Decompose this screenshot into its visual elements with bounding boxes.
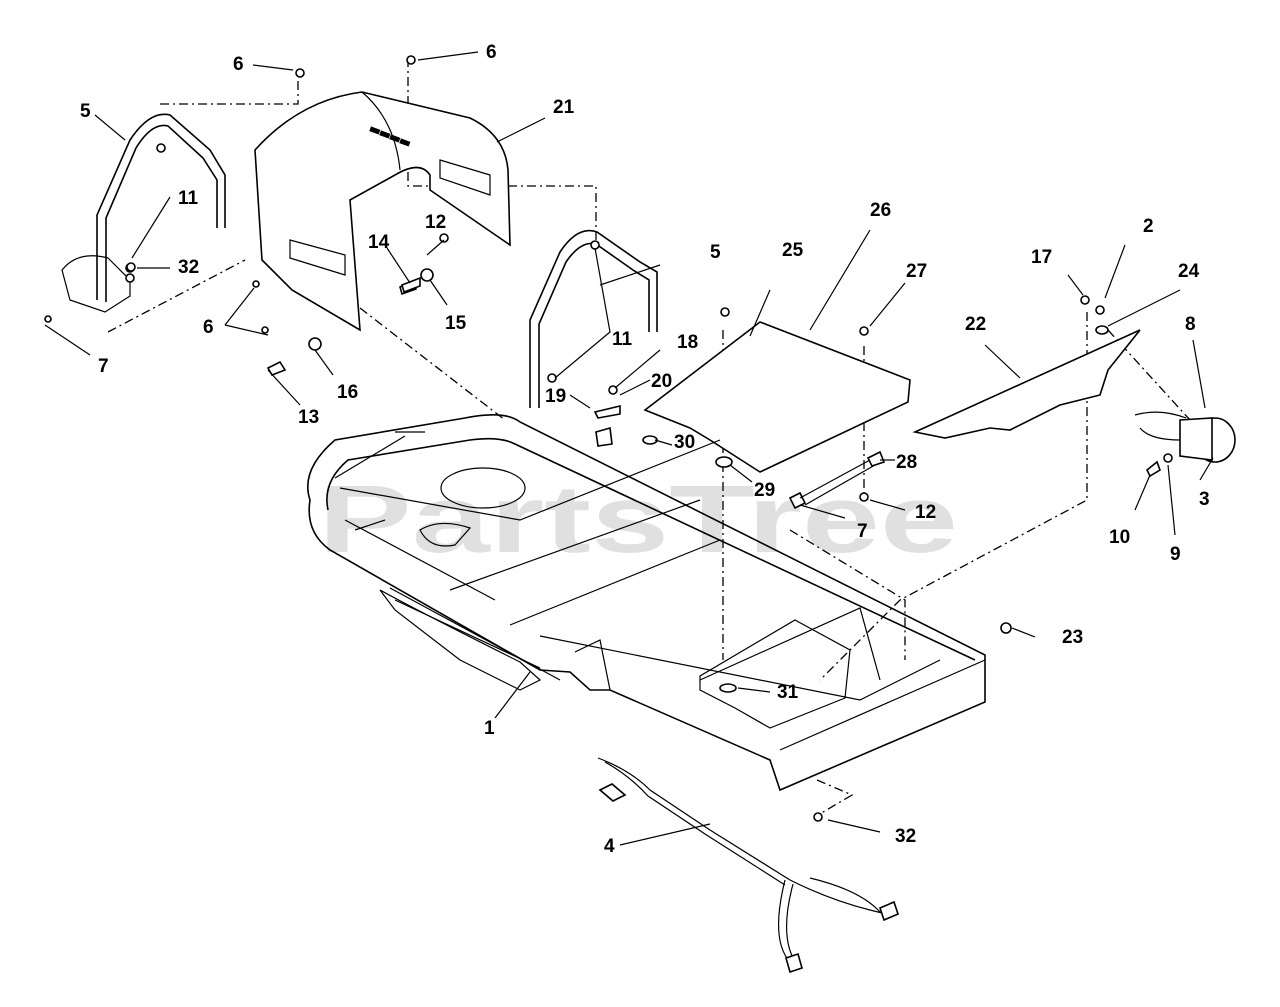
- callout-9: 9: [1170, 544, 1181, 565]
- callout-2: 2: [1143, 216, 1154, 237]
- side-panel-part-22: [912, 329, 1141, 439]
- callout-6-top-center: 6: [486, 42, 497, 63]
- callout-25: 25: [782, 240, 804, 261]
- callout-21: 21: [553, 97, 575, 118]
- callout-11-left: 11: [178, 188, 199, 209]
- callout-labels: 1 2 3 4 5 5 6 6 6 7 7 8 9 10 11 11 12 12…: [80, 42, 1210, 857]
- watermark: PartsTree: [318, 466, 958, 573]
- callout-12-center: 12: [915, 502, 936, 523]
- roll-bar-left-part-5: [61, 113, 226, 313]
- callout-28: 28: [896, 452, 917, 473]
- callout-7-center: 7: [857, 521, 868, 542]
- callout-22: 22: [965, 314, 986, 335]
- callout-5-right: 5: [710, 242, 721, 263]
- callout-16: 16: [337, 382, 358, 403]
- callout-31: 31: [777, 682, 799, 703]
- wiring-harness-part-4: [597, 757, 899, 974]
- callout-30: 30: [674, 432, 695, 453]
- callout-17: 17: [1031, 247, 1052, 268]
- hardware-pieces: [44, 55, 1173, 822]
- callout-11-right: 11: [612, 329, 633, 350]
- callout-32-left: 32: [178, 257, 199, 278]
- callout-8: 8: [1185, 314, 1196, 335]
- callout-6-top-left: 6: [233, 54, 244, 75]
- callout-10: 10: [1109, 527, 1130, 548]
- floor-plate-part-26: [643, 321, 911, 473]
- callout-26: 26: [870, 200, 891, 221]
- callout-12-top: 12: [425, 212, 446, 233]
- callout-1: 1: [484, 718, 495, 739]
- callout-3: 3: [1199, 489, 1210, 510]
- callout-4: 4: [604, 836, 615, 857]
- callout-20: 20: [651, 371, 672, 392]
- callout-15: 15: [445, 313, 467, 334]
- callout-5-left: 5: [80, 101, 91, 122]
- leader-lines: [44, 51, 1214, 846]
- callout-29: 29: [754, 480, 775, 501]
- callout-23: 23: [1062, 627, 1083, 648]
- callout-13: 13: [298, 407, 319, 428]
- seat-cover-part-21: [254, 91, 511, 332]
- callout-7-left: 7: [98, 356, 109, 377]
- callout-18: 18: [677, 332, 698, 353]
- callout-27: 27: [906, 261, 927, 282]
- callout-32-bottom: 32: [895, 826, 916, 847]
- main-frame-part-1: [306, 414, 986, 792]
- callout-19: 19: [545, 386, 566, 407]
- roll-bar-right-part-5: [529, 229, 658, 408]
- callout-6-mid-left: 6: [203, 317, 214, 338]
- callout-24: 24: [1178, 261, 1200, 282]
- callout-14: 14: [368, 232, 390, 253]
- headlight-part-3: [1134, 411, 1236, 463]
